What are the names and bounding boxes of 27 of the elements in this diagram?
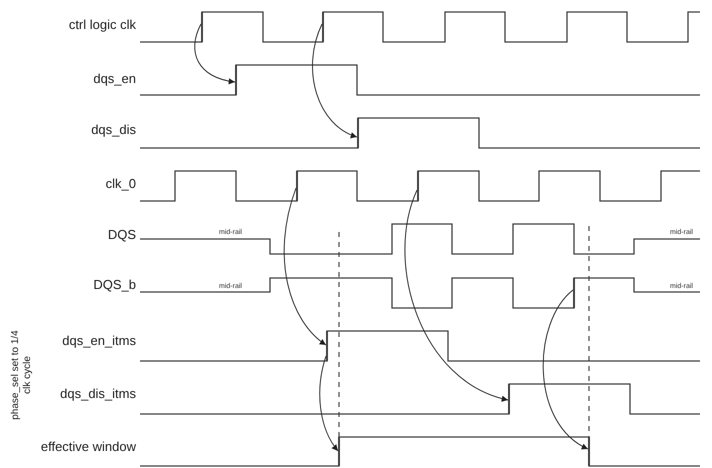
signal-edge: [338, 437, 340, 466]
signal-name: dqs_en: [93, 71, 136, 87]
rotated-note: phase_sel set to 1/4 clk cycle: [10, 329, 34, 422]
signal-edge: [235, 65, 237, 95]
signal-name: dqs_en_itms: [62, 333, 136, 349]
signal-name: ctrl logic clk: [68, 17, 136, 33]
signal-name: clk_0: [106, 176, 136, 192]
signal-name: DQS: [108, 227, 136, 243]
causality-arrow: [542, 290, 588, 450]
signal-name: dqs_dis: [91, 122, 136, 138]
signal-edge: [417, 171, 419, 201]
signal-edge: [588, 437, 590, 466]
signal-edge: [326, 331, 328, 361]
signal-edge: [322, 12, 324, 42]
signal-edge: [296, 171, 298, 201]
signal-edge: [508, 384, 510, 414]
signal-name: effective window: [40, 439, 136, 455]
signal-name: DQS_b: [93, 277, 136, 293]
signal-edge: [201, 12, 203, 42]
signal-edge: [573, 278, 575, 308]
causality-arrow: [319, 356, 338, 452]
causality-arrow: [194, 24, 236, 84]
causality-arrow: [404, 190, 508, 402]
causality-arrow: [312, 24, 358, 138]
causality-arrow: [284, 188, 326, 346]
signal-edge: [357, 118, 359, 148]
signal-name: dqs_dis_itms: [60, 386, 136, 402]
